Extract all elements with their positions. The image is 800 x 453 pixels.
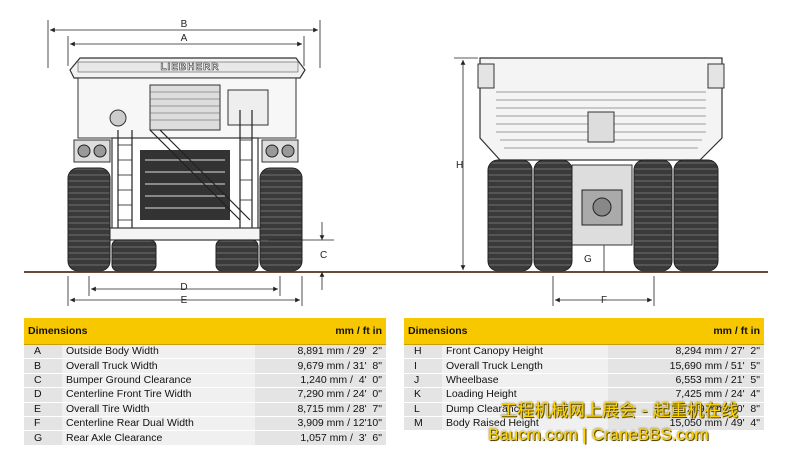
row-value: 15,050 mm / 49' 4" (608, 416, 764, 432)
front-view-dimensions (47, 20, 334, 306)
row-code: K (404, 387, 442, 403)
rear-view-truck (477, 57, 725, 272)
dim-label-e: E (181, 295, 188, 306)
brand-logo-text: LIEBHERR (160, 62, 219, 73)
row-code: C (24, 373, 62, 389)
row-value: 9,679 mm / 31' 8" (254, 358, 386, 374)
front-view-truck: LIEBHERR (67, 57, 306, 272)
row-value: 249 mm / 0' 8" (608, 402, 764, 417)
dim-label-h: H (456, 160, 463, 171)
truck-dimension-drawing: LIEBHERR (24, 19, 768, 306)
row-code: L (404, 402, 442, 417)
row-description: Loading Height (442, 387, 609, 403)
table-header-label: Dimensions (404, 318, 609, 345)
table-header-row: Dimensions mm / ft in (24, 318, 386, 345)
dim-label-d: D (180, 282, 187, 293)
row-description: Dump Clearance (442, 402, 609, 417)
row-description: Centerline Rear Dual Width (62, 416, 255, 432)
row-code: F (24, 416, 62, 432)
table-header-label: Dimensions (24, 318, 255, 345)
row-code: B (24, 358, 62, 374)
row-value: 1,240 mm / 4' 0" (254, 373, 386, 389)
row-description: Overall Truck Width (62, 358, 255, 374)
row-code: A (24, 344, 62, 360)
row-value: 7,425 mm / 24' 4" (608, 387, 764, 403)
row-description: Body Raised Height (442, 416, 609, 432)
row-code: D (24, 387, 62, 403)
row-description: Bumper Ground Clearance (62, 373, 255, 389)
row-code: M (404, 416, 442, 432)
row-description: Rear Axle Clearance (62, 430, 255, 446)
row-description: Overall Tire Width (62, 402, 255, 417)
row-value: 8,294 mm / 27' 2" (608, 344, 764, 360)
row-value: 6,553 mm / 21' 5" (608, 373, 764, 389)
watermark-line-1: 工程机械网上展会 - 起重机在线 (500, 401, 738, 421)
row-value: 3,909 mm / 12'10" (254, 416, 386, 432)
row-description: Centerline Front Tire Width (62, 387, 255, 403)
table-header-units: mm / ft in (254, 318, 386, 345)
row-value: 8,891 mm / 29' 2" (254, 344, 386, 360)
table-header-units: mm / ft in (608, 318, 764, 345)
row-description: Outside Body Width (62, 344, 255, 360)
table-header-row: Dimensions mm / ft in (404, 318, 764, 345)
dim-label-c: C (320, 250, 327, 261)
row-value: 1,057 mm / 3' 6" (254, 430, 386, 446)
row-code: J (404, 373, 442, 389)
dim-label-b: B (181, 19, 188, 30)
row-code: E (24, 402, 62, 417)
row-description: Front Canopy Height (442, 344, 609, 360)
dim-label-f: F (601, 295, 607, 306)
row-value: 8,715 mm / 28' 7" (254, 402, 386, 417)
row-code: H (404, 344, 442, 360)
row-value: 7,290 mm / 24' 0" (254, 387, 386, 403)
row-value: 15,690 mm / 51' 5" (608, 358, 764, 374)
row-code: G (24, 430, 62, 446)
row-description: Wheelbase (442, 373, 609, 389)
watermark-line-2: Baucm.com | CraneBBS.com (488, 425, 709, 444)
dim-label-g: G (584, 254, 592, 265)
row-code: I (404, 358, 442, 374)
dim-label-a: A (181, 33, 188, 44)
row-description: Overall Truck Length (442, 358, 609, 374)
rear-view-dimensions (454, 57, 655, 306)
